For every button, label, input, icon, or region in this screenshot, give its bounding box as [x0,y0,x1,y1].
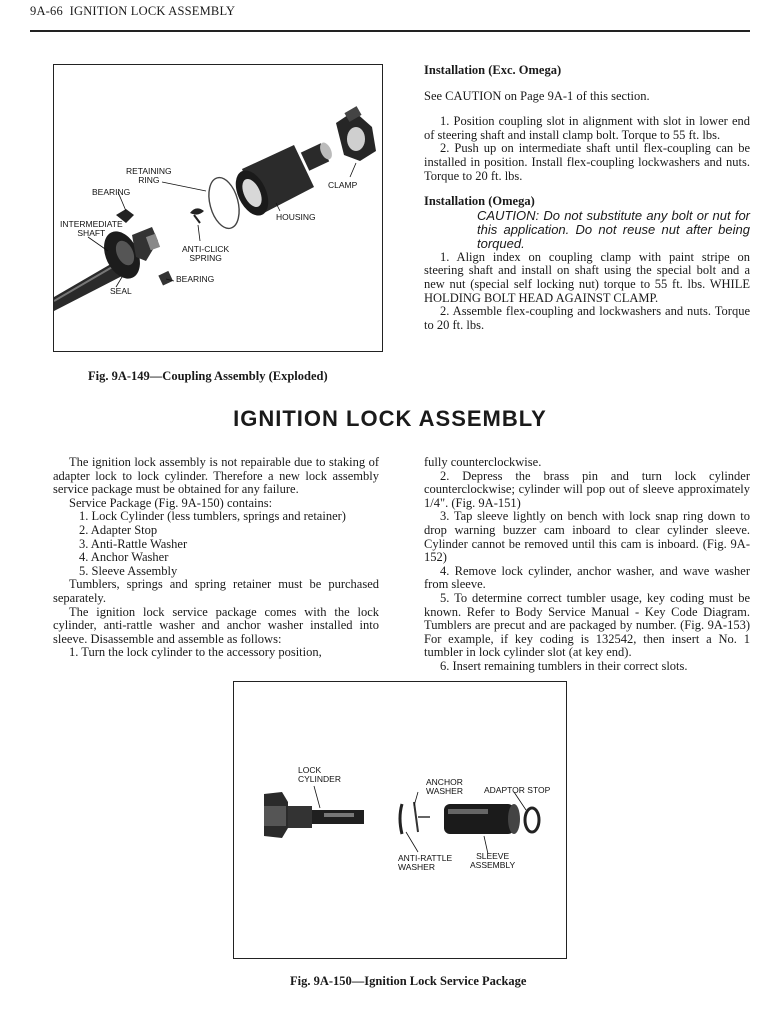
omega-step-1: 1. Align index on coupling clamp with pa… [424,249,750,305]
installation-omega-heading: Installation (Omega) [424,194,535,209]
step-1: 1. Turn the lock cylinder to the accesso… [69,645,322,660]
label-anti-rattle-washer: ANTI-RATTLE WASHER [398,853,453,872]
running-title: IGNITION LOCK ASSEMBLY [69,4,236,18]
page-header: 9A-66 IGNITION LOCK ASSEMBLY [30,4,235,19]
label-adaptor-stop: ADAPTOR STOP [484,785,551,795]
step-1-continued: fully counterclockwise. [424,455,542,469]
label-housing: HOUSING [276,212,316,222]
label-bearing-bottom: BEARING [176,274,215,284]
step-4: 4. Remove lock cylinder, anchor washer, … [424,563,750,592]
figure-9a-149-caption: Fig. 9A-149—Coupling Assembly (Exploded) [88,369,328,383]
coupling-assembly-figure: RETAINING RING BEARING INTERMEDIATE SHAF… [53,64,383,352]
right-column: fully counterclockwise. 2. Depress the b… [424,455,750,674]
service-package-line: Service Package (Fig. 9A-150) contains: [69,495,273,510]
service-package-list: 1. Lock Cylinder (less tumblers, springs… [53,510,379,578]
service-package-note: The ignition lock service package comes … [53,604,379,646]
list-item: 3. Anti-Rattle Washer [79,536,188,551]
label-sleeve-assembly: SLEEVE ASSEMBLY [470,851,516,870]
label-anti-click-spring: ANTI-CLICK SPRING [182,244,230,263]
section-title: IGNITION LOCK ASSEMBLY [233,406,547,431]
exc-step-1: 1. Position coupling slot in alignment w… [424,114,750,142]
service-package-illustration [264,785,541,855]
list-item: 1. Lock Cylinder (less tumblers, springs… [79,509,346,524]
intro-paragraph: The ignition lock assembly is not repair… [53,455,379,497]
exc-step-2: 2. Push up on intermediate shaft until f… [424,141,750,183]
coupling-exploded-illustration [53,106,376,311]
list-item: 2. Adapter Stop [79,522,158,537]
step-3: 3. Tap sleeve lightly on bench with lock… [424,509,750,565]
omega-step-2: 2. Assemble flex-coupling and lockwasher… [424,304,750,332]
label-intermediate-shaft: INTERMEDIATE SHAFT [60,219,123,238]
label-seal: SEAL [110,286,132,296]
page-number: 9A-66 [30,4,63,18]
header-rule [30,30,750,32]
label-bearing-top: BEARING [92,187,131,197]
label-retaining-ring: RETAINING RING [126,166,172,185]
step-5: 5. To determine correct tumbler usage, k… [424,590,750,660]
ignition-lock-service-package-figure: LOCK CYLINDER ANCHOR WASHER ADAPTOR STOP… [233,681,567,959]
left-column: The ignition lock assembly is not repair… [53,455,379,660]
tumblers-note: Tumblers, springs and spring retainer mu… [53,577,379,605]
installation-section: Installation (Exc. Omega) See CAUTION on… [424,63,750,332]
caution-note: CAUTION: Do not substitute any bolt or n… [477,207,750,251]
installation-exc-omega-heading: Installation (Exc. Omega) [424,63,562,77]
see-caution-text: See CAUTION on Page 9A-1 of this section… [424,88,650,103]
step-2: 2. Depress the brass pin and turn lock c… [424,468,750,510]
label-lock-cylinder: LOCK CYLINDER [298,765,341,784]
step-6: 6. Insert remaining tumblers in their co… [440,658,688,673]
label-clamp: CLAMP [328,180,358,190]
list-item: 5. Sleeve Assembly [79,563,178,578]
figure-9a-150-caption: Fig. 9A-150—Ignition Lock Service Packag… [290,974,527,988]
list-item: 4. Anchor Washer [79,550,169,565]
label-anchor-washer: ANCHOR WASHER [426,777,463,796]
